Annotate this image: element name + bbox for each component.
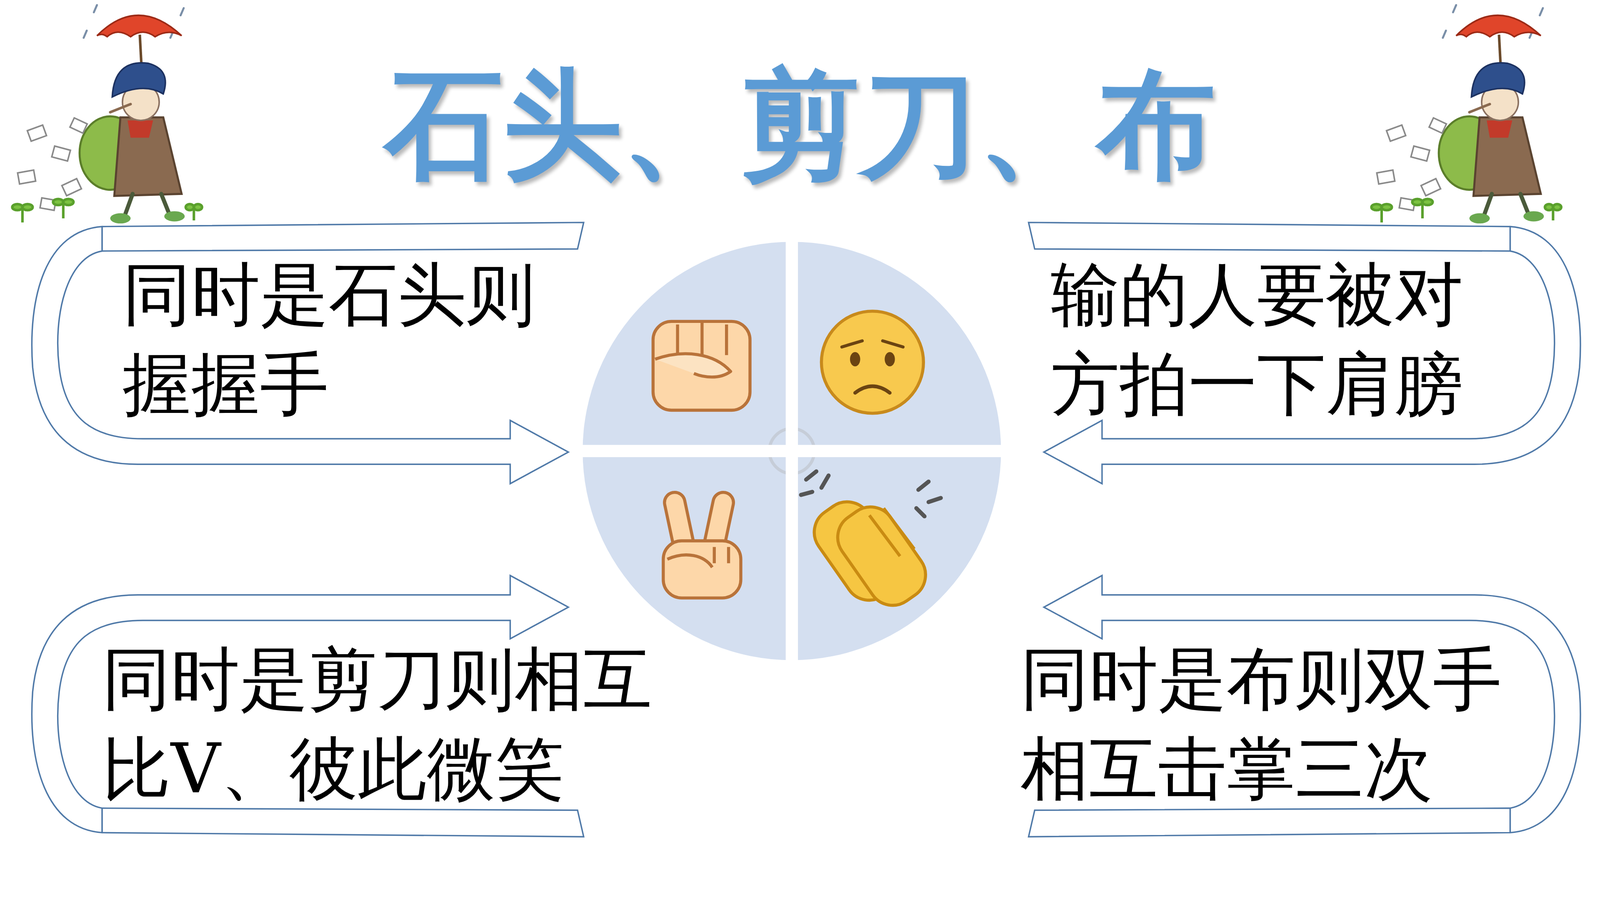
fist-icon (725, 324, 728, 355)
fist-icon (652, 321, 750, 410)
quadrant-circle (576, 234, 1008, 668)
rule-holder: 同时是剪刀则相互 比V、彼此微笑 (102, 634, 687, 814)
kid-figure (12, 5, 203, 224)
clapping-hands-icon (828, 497, 936, 615)
v-hand-icon (667, 555, 713, 568)
motion-marks (916, 481, 941, 517)
rule-holder: 输的人要被对 方拍一下肩膀 (1050, 250, 1498, 429)
rule-holder: 同时是布则双手 相互击掌三次 (1020, 634, 1537, 814)
sad-face-icon (821, 311, 924, 414)
ribbon-arrow (1028, 222, 1581, 484)
kid-figure (1371, 5, 1562, 224)
rule-holder: 同时是石头则 握握手 (122, 250, 570, 429)
motion-marks (800, 471, 829, 495)
sad-face-icon (855, 386, 890, 393)
ribbon-arrow (31, 222, 584, 484)
motion-marks (800, 471, 941, 517)
sad-face-icon (821, 311, 924, 414)
v-hand-icon (662, 490, 741, 598)
sad-face-icon (884, 352, 895, 367)
sad-face-icon (850, 352, 860, 367)
clapping-hands-icon (800, 471, 941, 615)
rule-text: 同时是布则双手 相互击掌三次 (1020, 634, 1537, 814)
v-hand-icon (663, 540, 741, 598)
quadrant-gap (576, 445, 1008, 458)
fist-icon (700, 322, 704, 355)
fist-icon (675, 324, 679, 355)
fist-icon (655, 353, 731, 378)
title: 石头、剪刀、布 (0, 53, 1600, 196)
rule-text: 输的人要被对 方拍一下肩膀 (1050, 250, 1498, 429)
sad-face-icon (841, 340, 903, 348)
v-hand-icon (714, 547, 729, 564)
fist-icon (652, 321, 750, 410)
clapping-hands-icon (869, 508, 915, 557)
rule-text: 同时是石头则 握握手 (122, 250, 570, 429)
title-holder: 石头、剪刀、布 (0, 53, 1600, 196)
rule-text: 同时是剪刀则相互 比V、彼此微笑 (102, 634, 687, 814)
